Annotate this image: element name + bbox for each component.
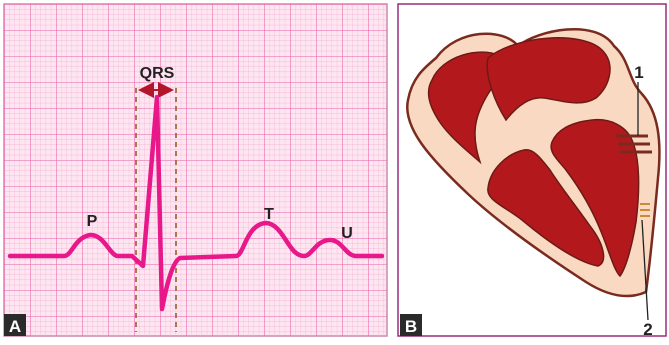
t-wave-label: T (264, 206, 274, 223)
callout-1-label: 1 (634, 63, 643, 82)
qrs-label: QRS (140, 65, 175, 82)
ecg-panel: QRS P T U A (0, 0, 391, 340)
u-wave-label: U (341, 225, 353, 242)
heart-figure: 1 2 B (396, 0, 669, 340)
ecg-figure: QRS P T U A (0, 0, 391, 340)
callout-2-label: 2 (643, 320, 652, 339)
heart-panel: 1 2 B (396, 0, 669, 340)
panel-letter: B (405, 317, 417, 336)
p-wave-label: P (87, 213, 98, 230)
panel-letter: A (9, 317, 21, 336)
ecg-major-grid (4, 4, 387, 336)
